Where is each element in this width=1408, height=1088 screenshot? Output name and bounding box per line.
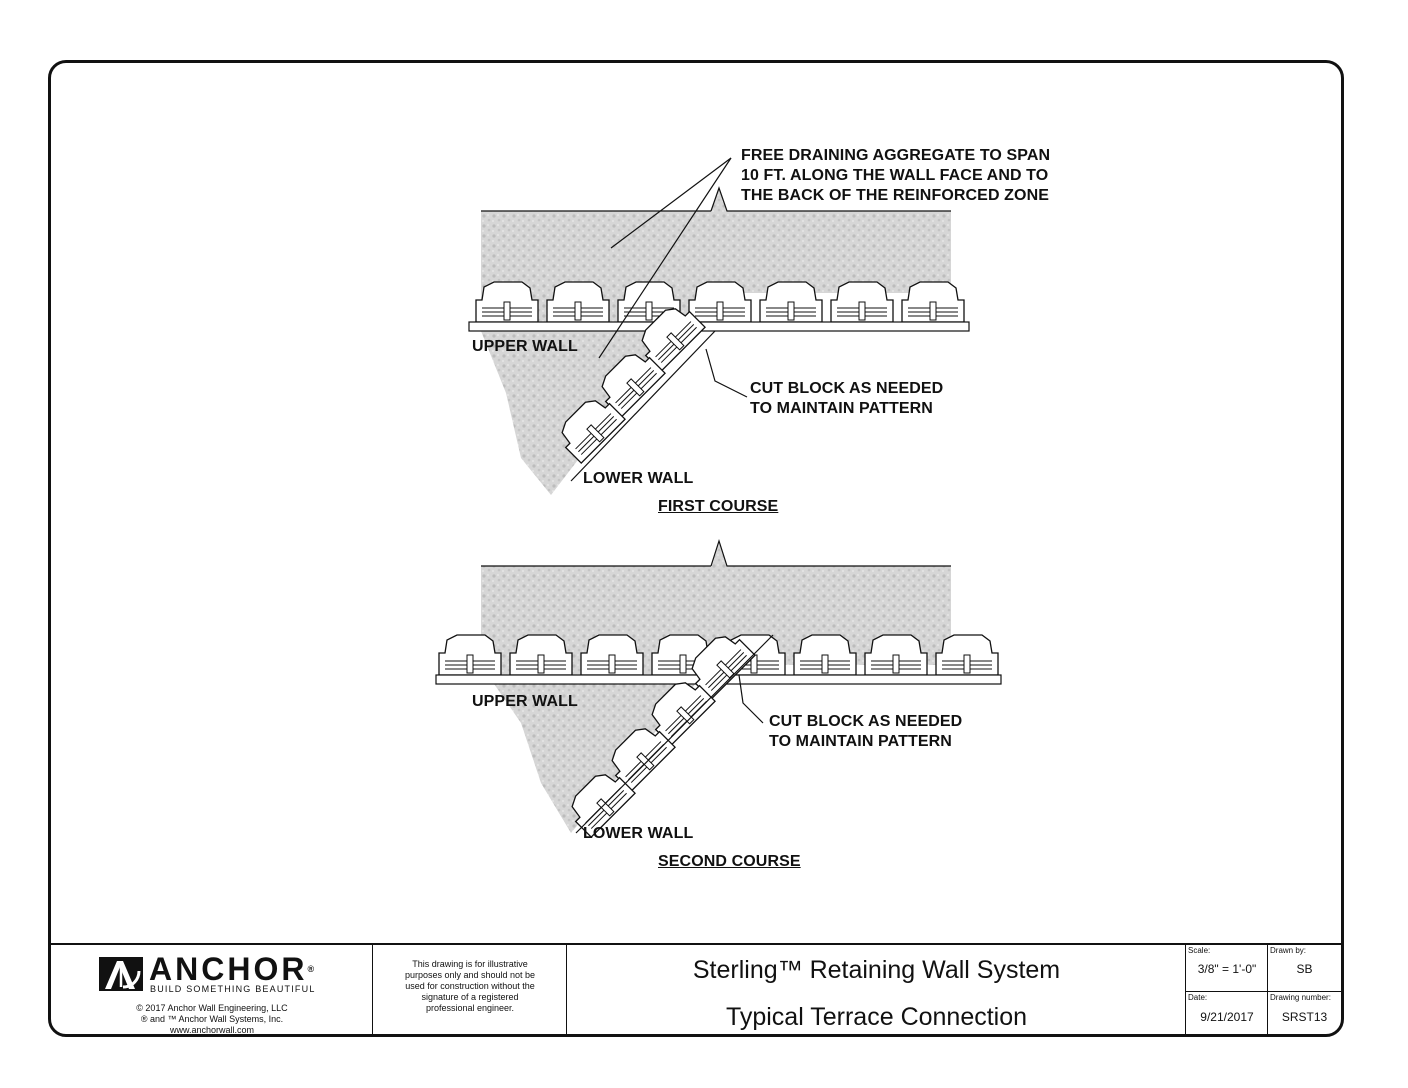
break-line [710,539,951,567]
lower-wall-face [575,634,774,834]
drawing-frame: FREE DRAINING AGGREGATE TO SPAN 10 FT. A… [48,60,1344,1037]
lower-wall-label-2: LOWER WALL [583,825,694,842]
date-cell: Date: 9/21/2017 [1186,992,1268,1034]
copyright: © 2017 Anchor Wall Engineering, LLC ® an… [136,1003,288,1035]
second-course-title: SECOND COURSE [658,853,801,870]
drawn-by-label: Drawn by: [1270,946,1307,955]
logo-cell: ANCHOR® BUILD SOMETHING BEAUTIFUL © 2017… [51,945,373,1035]
upper-wall-base [468,321,970,332]
terrace-detail-drawing [435,157,1002,838]
cut-block-callout-1: CUT BLOCK AS NEEDED TO MAINTAIN PATTERN [750,380,944,417]
aggregate-callout: FREE DRAINING AGGREGATE TO SPAN 10 FT. A… [741,147,1051,204]
aggregate-leader-1 [610,157,732,249]
disclaimer-text: This drawing is for illustrative purpose… [404,959,536,1013]
cut-block-leader-2 [738,674,764,724]
drawing-number-value: SRST13 [1281,1010,1328,1024]
drawing-title: Sterling™ Retaining Wall System [692,956,1061,984]
lower-wall-face [570,330,716,482]
cut-block-callout-2: CUT BLOCK AS NEEDED TO MAINTAIN PATTERN [769,713,963,750]
upper-wall-label-2: UPPER WALL [472,693,578,710]
title-cell: Sterling™ Retaining Wall System Typical … [567,945,1186,1034]
second-course-view [435,539,1002,838]
scale-cell: Scale: 3/8" = 1'-0" [1186,945,1268,992]
date-label: Date: [1188,993,1208,1002]
first-course-view [468,157,970,495]
title-block: ANCHOR® BUILD SOMETHING BEAUTIFUL © 2017… [51,943,1341,1035]
upper-wall-label-1: UPPER WALL [472,338,578,355]
drawing-number-label: Drawing number: [1270,993,1331,1002]
lower-wall-label-1: LOWER WALL [583,470,694,487]
drawn-by-value: SB [1296,962,1313,976]
brand-name: ANCHOR® [149,951,315,987]
cut-block-leader-1 [705,348,748,398]
brand-tagline: BUILD SOMETHING BEAUTIFUL [150,984,316,994]
aggregate-fill [481,541,951,833]
first-course-title: FIRST COURSE [658,498,779,515]
anchor-logo-icon [99,957,143,991]
aggregate-leader-2 [598,157,732,359]
scale-value: 3/8" = 1'-0" [1197,962,1257,976]
drawing-number-cell: Drawing number: SRST13 [1268,992,1341,1034]
drawn-by-cell: Drawn by: SB [1268,945,1341,992]
date-value: 9/21/2017 [1200,1010,1254,1024]
drawing-subtitle: Typical Terrace Connection [725,1003,1028,1031]
break-line [710,186,951,212]
scale-label: Scale: [1188,946,1211,955]
disclaimer-cell: This drawing is for illustrative purpose… [373,945,567,1034]
